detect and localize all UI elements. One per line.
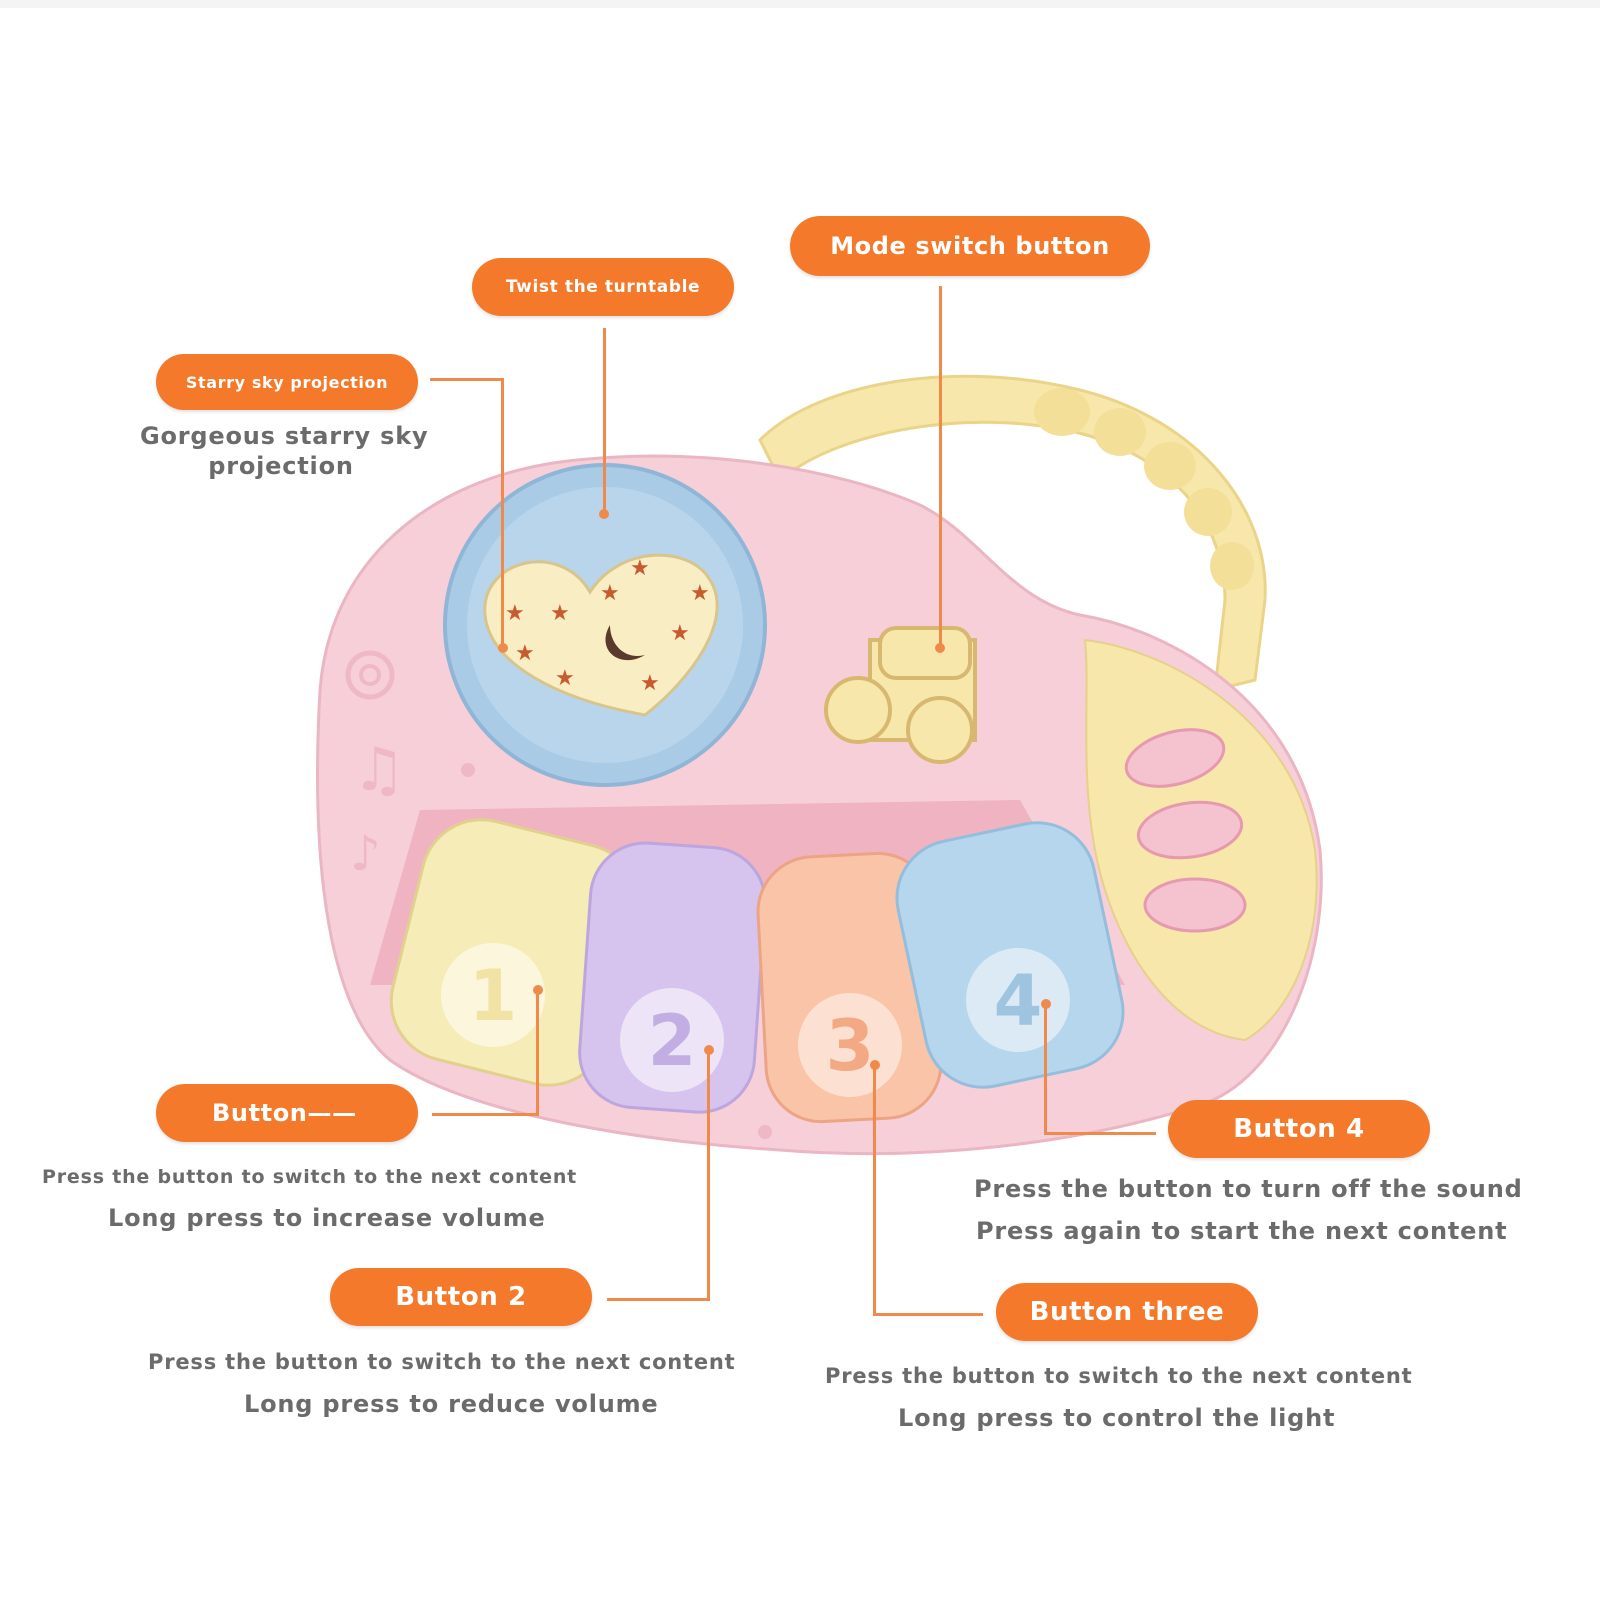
button1-desc-line-2: Long press to increase volume (108, 1204, 546, 1232)
callout-button-2-label: Button 2 (395, 1282, 527, 1312)
callout-button-3-label: Button three (1029, 1297, 1225, 1327)
top-border (0, 0, 1600, 8)
callout-mode-switch-label: Mode switch button (830, 232, 1110, 260)
callout-turntable-label: Twist the turntable (505, 277, 701, 297)
leader-button2-dot (704, 1045, 714, 1055)
starry-desc-line-1: Gorgeous starry sky (140, 422, 429, 450)
heart-with-stars-icon (483, 553, 719, 717)
svg-text:★: ★ (600, 581, 620, 606)
callout-button-3: Button three (996, 1283, 1258, 1341)
button4-desc-line-2: Press again to start the next content (976, 1217, 1508, 1245)
svg-text:★: ★ (640, 671, 660, 696)
svg-text:♫: ♫ (352, 735, 406, 805)
leader-button1-v (536, 990, 539, 1116)
button4-desc-line-1: Press the button to turn off the sound (974, 1175, 1523, 1203)
svg-text:★: ★ (670, 621, 690, 646)
leader-button4-dot (1041, 999, 1051, 1009)
leader-button4-h (1044, 1132, 1156, 1135)
callout-button-4: Button 4 (1168, 1100, 1430, 1158)
callout-button-1: Button—— (156, 1084, 418, 1142)
leader-turntable (603, 328, 606, 513)
leader-mode (939, 286, 942, 646)
starry-desc-line-2: projection (208, 452, 354, 480)
callout-starry-sky-label: Starry sky projection (185, 372, 389, 392)
svg-text:★: ★ (555, 666, 575, 691)
leader-button2-h (607, 1298, 710, 1301)
button3-desc-line-1: Press the button to switch to the next c… (825, 1364, 1413, 1388)
callout-turntable: Twist the turntable (472, 258, 734, 316)
svg-text:♪: ♪ (350, 826, 381, 882)
svg-text:★: ★ (505, 601, 525, 626)
key-2-number: 2 (648, 1000, 697, 1082)
callout-mode-switch: Mode switch button (790, 216, 1150, 276)
key-4[interactable]: 4 (886, 812, 1134, 1098)
key-2[interactable]: 2 (576, 839, 769, 1116)
callout-starry-sky: Starry sky projection (156, 354, 418, 410)
callout-button-2: Button 2 (330, 1268, 592, 1326)
leader-starry-dot (498, 643, 508, 653)
leader-button3-v (873, 1065, 876, 1316)
key-4-number: 4 (994, 960, 1043, 1042)
button3-desc-line-2: Long press to control the light (898, 1404, 1336, 1432)
callout-button-1-label: Button—— (212, 1099, 357, 1127)
leader-starry-h (430, 378, 504, 381)
toy-handle (758, 374, 1267, 692)
button2-desc-line-1: Press the button to switch to the next c… (148, 1350, 736, 1374)
svg-text:★: ★ (630, 556, 650, 581)
button1-desc-line-1: Press the button to switch to the next c… (42, 1166, 578, 1188)
key-3[interactable]: 3 (755, 851, 944, 1125)
leader-button3-h (873, 1313, 983, 1316)
leader-turntable-dot (599, 509, 609, 519)
key-1-number: 1 (469, 955, 518, 1037)
leader-button1-h (432, 1113, 538, 1116)
key-3-number: 3 (826, 1005, 875, 1087)
svg-text:★: ★ (550, 601, 570, 626)
svg-text:★: ★ (690, 581, 710, 606)
piano-keys: 1 2 3 4 (370, 800, 1134, 1125)
leader-mode-dot (935, 643, 945, 653)
button2-desc-line-2: Long press to reduce volume (244, 1390, 659, 1418)
leader-button4-v (1044, 1004, 1047, 1135)
leader-button3-dot (870, 1060, 880, 1070)
music-note-icon (878, 626, 972, 680)
leader-starry-v (501, 378, 504, 648)
callout-button-4-label: Button 4 (1233, 1114, 1365, 1144)
leader-button1-dot (533, 985, 543, 995)
leader-button2-v (707, 1050, 710, 1301)
mode-switch-button[interactable] (824, 626, 977, 764)
svg-text:★: ★ (515, 641, 535, 666)
